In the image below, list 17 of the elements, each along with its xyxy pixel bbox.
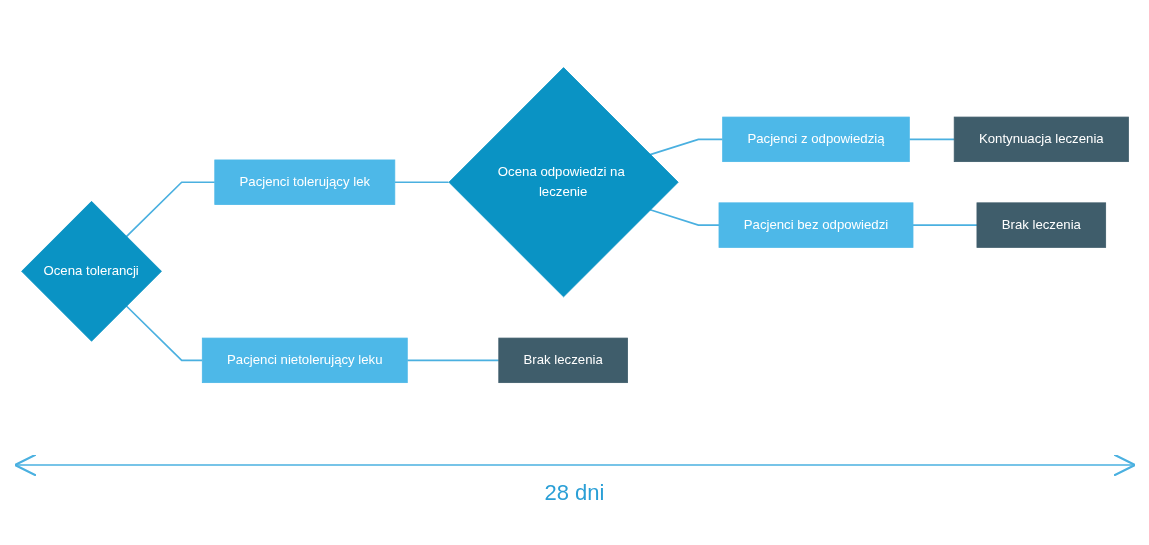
connector (405, 359, 500, 362)
connector (125, 181, 216, 238)
connector (911, 224, 978, 226)
node-box: Pacjenci z odpowiedzią (721, 116, 910, 162)
node-diamond: Ocena tolerancji (20, 200, 162, 342)
node-box: Brak leczenia (497, 337, 628, 383)
node-box: Pacjenci nietolerujący leku (201, 337, 408, 383)
connector (125, 305, 203, 362)
connector (648, 208, 720, 226)
node-box: Pacjenci bez odpowiedzi (718, 202, 913, 248)
duration-label: 28 dni (544, 480, 605, 505)
connector (393, 181, 449, 183)
node-box: Pacjenci tolerujący lek (213, 159, 395, 205)
node-diamond: Ocena odpowiedzi na leczenie (448, 67, 679, 298)
node-box: Kontynuacja leczenia (953, 116, 1129, 162)
connector (908, 138, 955, 141)
node-box: Brak leczenia (976, 202, 1106, 248)
